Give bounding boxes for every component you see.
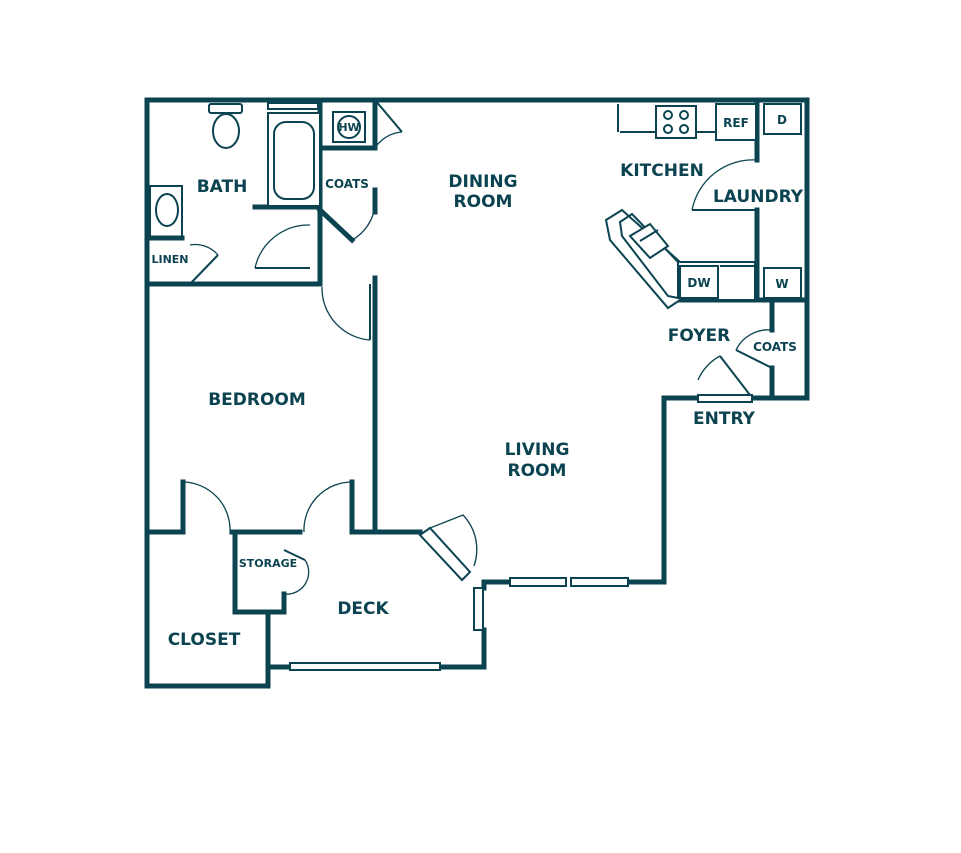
coats-closet-foyer-label: COATS xyxy=(753,340,797,354)
toilet-bowl-icon xyxy=(212,113,240,149)
dryer-label: D xyxy=(777,113,787,127)
washer-label: W xyxy=(775,277,788,291)
sink-icon xyxy=(155,193,179,227)
stove-icon xyxy=(655,105,697,139)
dining-room-label-line1: DINING xyxy=(448,172,517,192)
kitchen-label: KITCHEN xyxy=(620,161,704,181)
dishwasher-box xyxy=(679,265,719,299)
windows xyxy=(267,102,753,671)
fixtures: HW REF D W DW xyxy=(149,103,802,310)
refrigerator-box xyxy=(715,103,757,141)
foyer-label: FOYER xyxy=(668,326,730,346)
room-labels: DINING ROOM KITCHEN LAUNDRY BATH COATS L… xyxy=(151,161,803,650)
washer-box xyxy=(763,267,802,299)
doors xyxy=(182,99,773,595)
deck-label: DECK xyxy=(337,599,389,619)
toilet-tank-icon xyxy=(208,103,243,114)
linen-closet-label: LINEN xyxy=(151,253,188,266)
refrigerator-label: REF xyxy=(723,116,749,130)
bath-label: BATH xyxy=(197,177,248,197)
water-heater-label: HW xyxy=(338,121,359,134)
kitchen-sink-icon xyxy=(628,222,670,260)
dishwasher-label: DW xyxy=(687,276,710,290)
laundry-label: LAUNDRY xyxy=(713,187,804,207)
entry-label: ENTRY xyxy=(693,409,756,429)
water-heater-icon xyxy=(337,115,361,139)
closet-label: CLOSET xyxy=(168,630,241,650)
living-room-label-line2: ROOM xyxy=(508,461,567,481)
living-room-label-line1: LIVING xyxy=(505,440,570,460)
dryer-box xyxy=(763,103,802,135)
storage-label: STORAGE xyxy=(239,557,297,570)
bedroom-label: BEDROOM xyxy=(208,390,306,410)
dining-room-label-line2: ROOM xyxy=(454,192,513,212)
coats-closet-hall-label: COATS xyxy=(325,177,369,191)
